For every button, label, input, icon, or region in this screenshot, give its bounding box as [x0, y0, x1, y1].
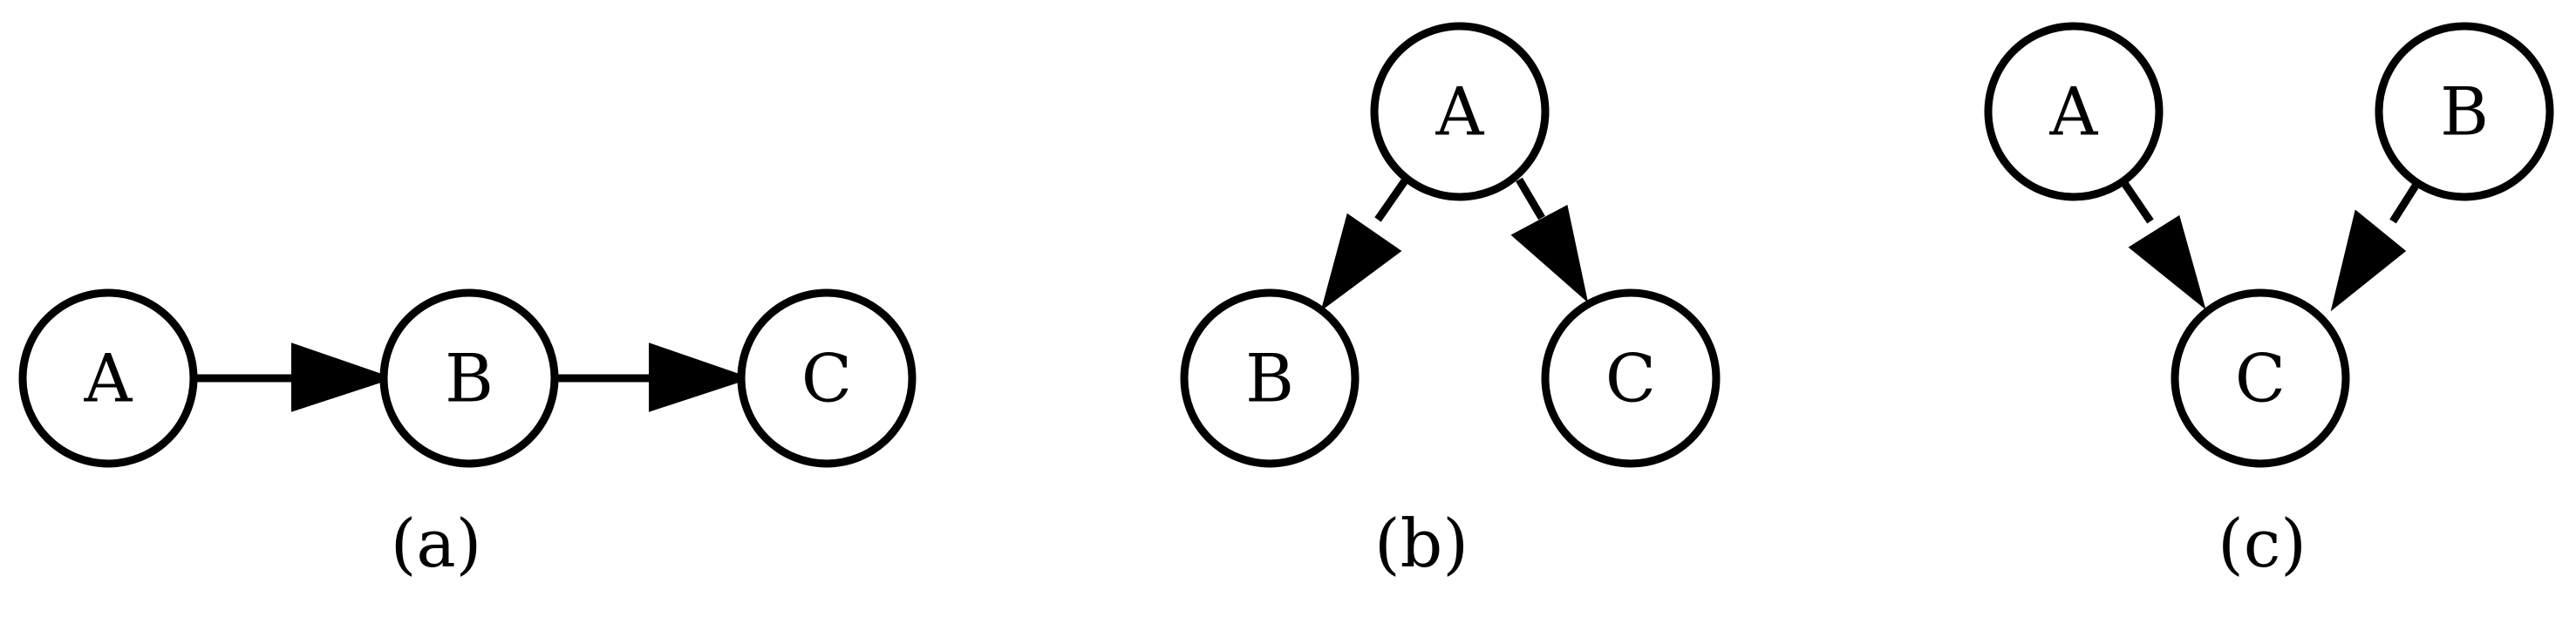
edge-a-to-b [1320, 177, 1409, 312]
node-a-label: A [84, 340, 133, 417]
node-b-label: B [2440, 73, 2489, 151]
node-a: A [1370, 22, 1550, 201]
caption-a: (a) [391, 505, 482, 582]
node-c: C [2171, 288, 2350, 468]
node-b: B [2375, 22, 2554, 201]
panel-b: A B C (b) [1180, 22, 1721, 582]
node-a: A [1984, 22, 2164, 201]
edge-a-to-c [2121, 180, 2206, 310]
caption-b: (b) [1374, 505, 1469, 582]
node-b-label: B [1245, 340, 1294, 417]
panel-c: A B C (c) [1984, 22, 2554, 582]
node-c-label: C [2235, 340, 2286, 417]
caption-c: (c) [2218, 505, 2307, 582]
node-c-label: C [1605, 340, 1656, 417]
node-b: B [1180, 288, 1360, 468]
edge-a-to-c [1510, 177, 1589, 303]
edge-b-to-c [2330, 180, 2421, 312]
node-b: B [379, 288, 559, 468]
node-a: A [18, 288, 198, 468]
node-c-label: C [801, 340, 852, 417]
node-a-label: A [1435, 73, 1485, 151]
node-a-label: A [2049, 73, 2099, 151]
panel-a: A B C (a) [18, 288, 917, 582]
edge-a-to-b [192, 342, 395, 412]
node-c: C [737, 288, 917, 468]
node-c: C [1541, 288, 1721, 468]
node-b-label: B [445, 340, 494, 417]
edge-b-to-c [556, 342, 753, 412]
